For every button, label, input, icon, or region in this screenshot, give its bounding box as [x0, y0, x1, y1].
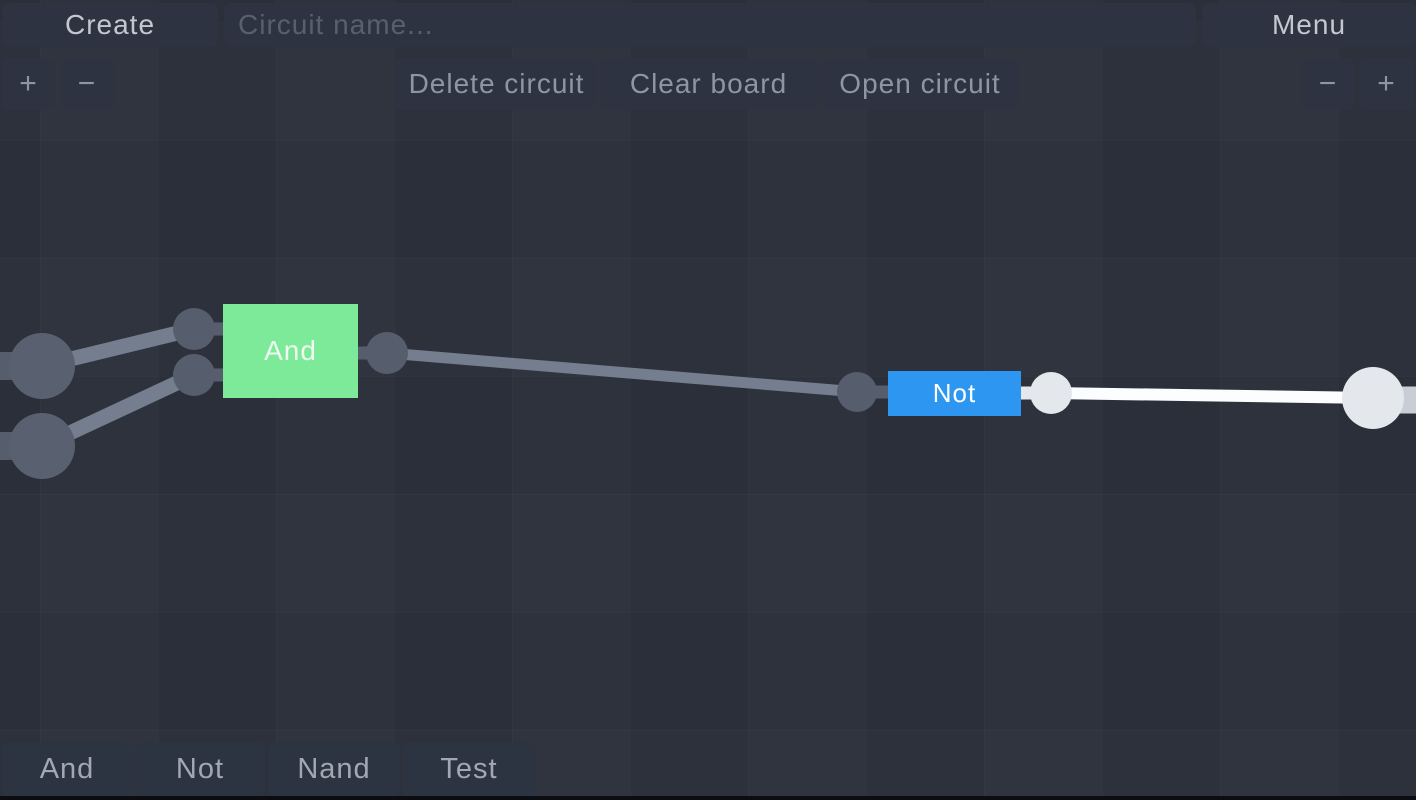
input-node[interactable]	[173, 354, 215, 396]
wire[interactable]	[386, 347, 859, 398]
circuit-name-input[interactable]	[224, 3, 1196, 47]
io-toggle-node-active[interactable]	[1342, 367, 1404, 429]
clear-board-button[interactable]: Clear board	[600, 58, 817, 110]
bottom-edge	[0, 796, 1416, 800]
palette-item-not[interactable]: Not	[135, 742, 265, 797]
create-button[interactable]: Create	[2, 3, 218, 47]
output-node[interactable]	[366, 332, 408, 374]
zoom-out-button-right[interactable]: −	[1301, 58, 1355, 110]
and-gate-label: And	[264, 335, 317, 366]
zoom-out-button-left[interactable]: −	[60, 58, 114, 110]
zoom-in-button-left[interactable]: +	[2, 58, 55, 110]
palette-item-nand[interactable]: Nand	[268, 742, 400, 797]
output-node-active[interactable]	[1030, 372, 1072, 414]
menu-button[interactable]: Menu	[1202, 3, 1416, 47]
and-gate[interactable]: And	[223, 304, 358, 398]
io-toggle-node[interactable]	[9, 413, 75, 479]
input-node[interactable]	[837, 372, 877, 412]
not-gate-label: Not	[932, 378, 977, 408]
delete-circuit-button[interactable]: Delete circuit	[396, 58, 597, 110]
open-circuit-button[interactable]: Open circuit	[820, 58, 1020, 110]
zoom-in-button-right[interactable]: +	[1359, 58, 1414, 110]
input-node[interactable]	[173, 308, 215, 350]
palette-item-test[interactable]: Test	[403, 742, 535, 797]
palette-item-and[interactable]: And	[2, 742, 132, 797]
wire-active[interactable]	[1050, 387, 1374, 404]
not-gate[interactable]: Not	[888, 371, 1021, 416]
io-toggle-node[interactable]	[9, 333, 75, 399]
